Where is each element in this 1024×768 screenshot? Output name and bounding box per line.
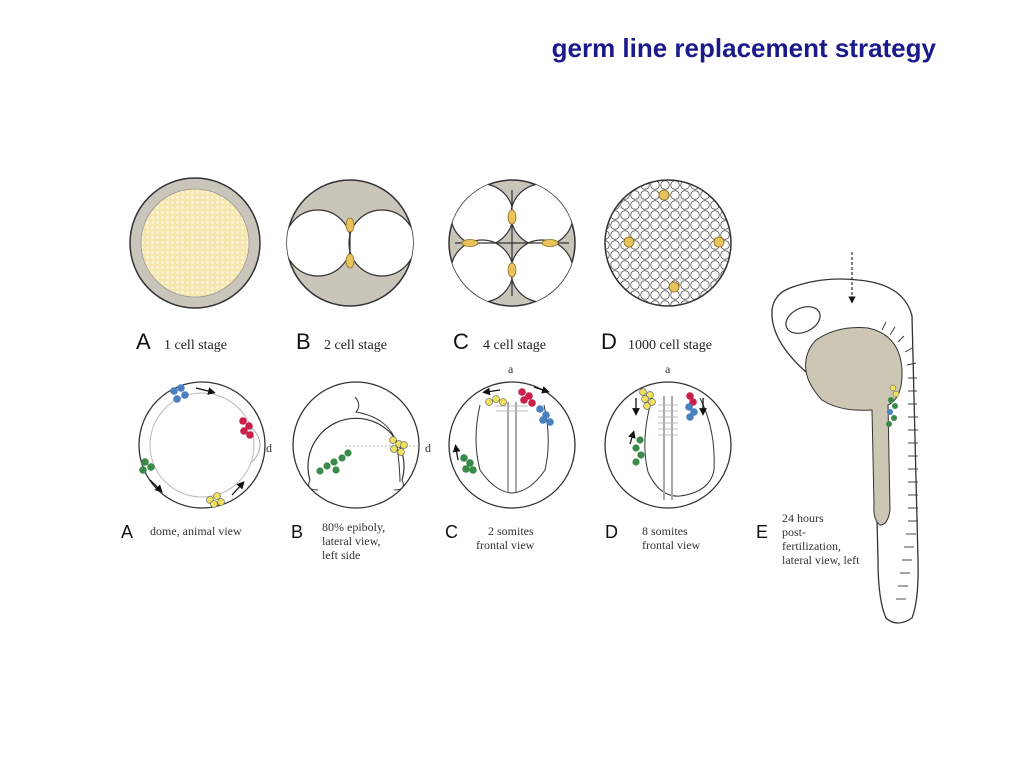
marker-d-a: d: [266, 441, 272, 455]
panel-e-24hpf-embryo: [771, 252, 919, 624]
bottom-caption-b-line1: 80% epiboly,: [322, 520, 385, 534]
panel-a-one-cell: [129, 177, 261, 309]
panel-a-dome: [138, 381, 266, 509]
bottom-caption-c-line2: frontal view: [476, 538, 535, 552]
top-caption-a: 1 cell stage: [164, 338, 227, 353]
panel-d-thousand-cell: [604, 179, 732, 307]
top-caption-d: 1000 cell stage: [628, 338, 712, 353]
top-letter-c: C: [453, 329, 469, 354]
panel-c-two-somites: [448, 381, 576, 509]
top-caption-b: 2 cell stage: [324, 338, 387, 353]
panel-d-eight-somites: [604, 381, 732, 509]
marker-a-c: a: [508, 362, 514, 376]
marker-a-d: a: [665, 362, 671, 376]
bottom-caption-d-line2: frontal view: [642, 538, 701, 552]
top-letter-b: B: [296, 329, 311, 354]
bottom-caption-e-line1: 24 hours: [782, 511, 824, 525]
bottom-letter-a: A: [121, 522, 133, 542]
bottom-letter-e: E: [756, 522, 768, 542]
panel-c-four-cell: [448, 179, 576, 307]
bottom-letter-d: D: [605, 522, 618, 542]
bottom-caption-b-line3: left side: [322, 548, 360, 562]
slide-title: germ line replacement strategy: [551, 33, 936, 63]
bottom-caption-b-line2: lateral view,: [322, 534, 381, 548]
bottom-caption-c-line1: 2 somites: [488, 524, 534, 538]
panel-b-two-cell: [286, 179, 414, 307]
panel-b-epiboly: [292, 381, 420, 509]
bottom-letter-c: C: [445, 522, 458, 542]
marker-d-b: d: [425, 441, 431, 455]
bottom-caption-e-line2: post-: [782, 525, 806, 539]
bottom-caption-e-line3: fertilization,: [782, 539, 841, 553]
top-letter-d: D: [601, 329, 617, 354]
top-caption-c: 4 cell stage: [483, 338, 546, 353]
bottom-caption-d-line1: 8 somites: [642, 524, 688, 538]
top-letter-a: A: [136, 329, 151, 354]
bottom-letter-b: B: [291, 522, 303, 542]
bottom-caption-a-line1: dome, animal view: [150, 524, 242, 538]
bottom-caption-e-line4: lateral view, left: [782, 553, 860, 567]
